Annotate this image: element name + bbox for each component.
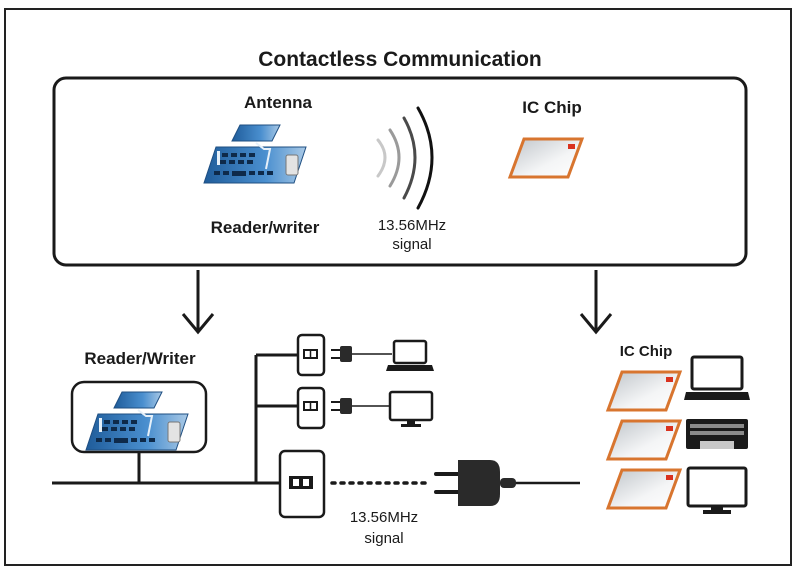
monitor-icon-2: [686, 466, 748, 514]
ic-chip-icon-3: [606, 468, 682, 510]
ic-chip-label: IC Chip: [522, 98, 582, 117]
wall-outlet-main: [278, 449, 326, 519]
wiring-lines: [52, 353, 298, 485]
plug-icon-1: [331, 346, 392, 362]
printer-icon: [686, 419, 748, 449]
laptop-icon-2: [684, 355, 750, 400]
signal-label: signal: [392, 236, 431, 253]
arrow-down-left-icon: [181, 270, 215, 335]
bottom-ic-chip-label: IC Chip: [620, 343, 673, 360]
plug-icon-2: [331, 398, 390, 414]
ic-chip-icon-2: [606, 419, 682, 461]
diagram-title: Contactless Communication: [258, 48, 542, 71]
arrow-down-right-icon: [579, 270, 613, 335]
bottom-signal-frequency-label: 13.56MHz: [350, 509, 418, 526]
bottom-signal-label: signal: [364, 530, 403, 547]
ic-chip-icon: [508, 137, 584, 179]
signal-frequency-label: 13.56MHz: [378, 217, 446, 234]
reader-writer-icon: [203, 124, 307, 184]
diagram-frame: [4, 8, 792, 566]
bottom-reader-writer-label: Reader/Writer: [84, 349, 196, 368]
wall-outlet-2: [296, 386, 326, 430]
monitor-icon-1: [388, 390, 434, 427]
antenna-label: Antenna: [244, 93, 313, 112]
power-plug-icon: [434, 460, 580, 506]
laptop-icon-1: [386, 339, 434, 371]
ic-chip-icon-1: [606, 370, 682, 412]
signal-waves-icon: [376, 106, 434, 210]
reader-writer-label: Reader/writer: [211, 218, 320, 237]
contactless-panel: [52, 76, 748, 267]
wall-outlet-1: [296, 333, 326, 377]
